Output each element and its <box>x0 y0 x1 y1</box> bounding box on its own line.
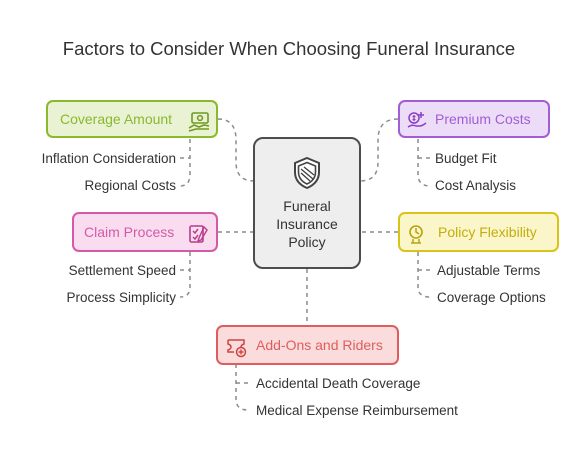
node-premium-costs: Premium Costs <box>398 100 550 138</box>
connector-addons-items <box>235 364 249 411</box>
premium-item-budget: Budget Fit <box>435 151 497 166</box>
connector-premium-items <box>417 139 431 187</box>
checklist-icon <box>189 225 208 243</box>
node-claim-process-label: Claim Process <box>84 224 175 240</box>
flexibility-item-terms: Adjustable Terms <box>437 263 541 278</box>
central-topic-label: Funeral Insurance Policy <box>276 198 338 250</box>
node-addons-riders: Add-Ons and Riders <box>216 325 399 365</box>
addons-item-medical: Medical Expense Reimbursement <box>256 403 458 418</box>
connector-premium <box>359 118 399 182</box>
node-coverage-amount-label: Coverage Amount <box>60 111 173 127</box>
claim-item-speed: Settlement Speed <box>68 263 176 278</box>
node-coverage-amount: Coverage Amount <box>46 100 218 138</box>
node-addons-riders-label: Add-Ons and Riders <box>256 337 383 353</box>
ticket-add-icon <box>227 339 247 358</box>
diagram-title: Factors to Consider When Choosing Funera… <box>62 38 516 59</box>
node-policy-flexibility-label: Policy Flexibility <box>438 224 537 240</box>
connector-coverage-items <box>179 139 191 187</box>
shield-icon <box>294 156 320 190</box>
connector-flexibility-items <box>417 252 431 298</box>
connector-coverage <box>217 118 255 182</box>
node-premium-costs-label: Premium Costs <box>435 111 531 127</box>
coverage-item-regional: Regional Costs <box>84 178 176 193</box>
coverage-item-inflation: Inflation Consideration <box>41 151 176 166</box>
node-claim-process: Claim Process <box>72 212 218 252</box>
flexibility-item-options: Coverage Options <box>437 290 546 305</box>
money-icon <box>188 112 210 132</box>
connector-claim-items <box>179 252 191 298</box>
adjust-icon <box>409 225 423 244</box>
payment-icon <box>407 112 427 128</box>
central-topic-node: Funeral Insurance Policy <box>253 137 361 269</box>
addons-item-accidental: Accidental Death Coverage <box>256 376 421 391</box>
claim-item-simplicity: Process Simplicity <box>66 290 176 305</box>
node-policy-flexibility: Policy Flexibility <box>398 212 559 252</box>
premium-item-analysis: Cost Analysis <box>435 178 517 193</box>
